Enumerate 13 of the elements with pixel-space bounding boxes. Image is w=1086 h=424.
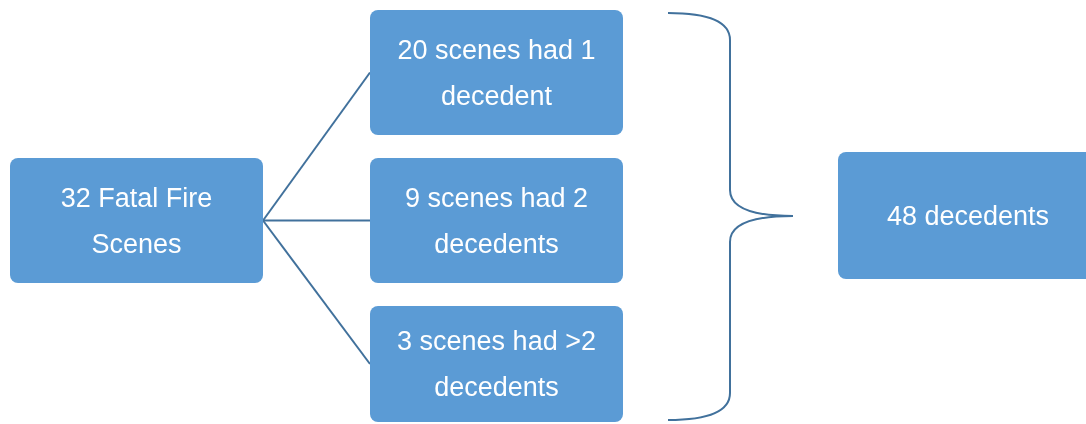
connector-line: [262, 219, 371, 365]
connector-line: [262, 71, 371, 222]
connector-line: [262, 219, 371, 222]
box-text: 20 scenes had 1 decedent: [396, 33, 597, 113]
box-text: 9 scenes had 2 decedents: [403, 181, 590, 261]
process-box: [370, 158, 623, 283]
box-text: 48 decedents: [886, 199, 1050, 233]
process-box: [838, 152, 1086, 279]
process-box: [370, 10, 623, 135]
box-text: 3 scenes had >2 decedents: [396, 325, 597, 404]
process-box: [370, 306, 623, 422]
process-box: [10, 158, 263, 283]
box-text: 32 Fatal Fire Scenes: [59, 181, 214, 261]
